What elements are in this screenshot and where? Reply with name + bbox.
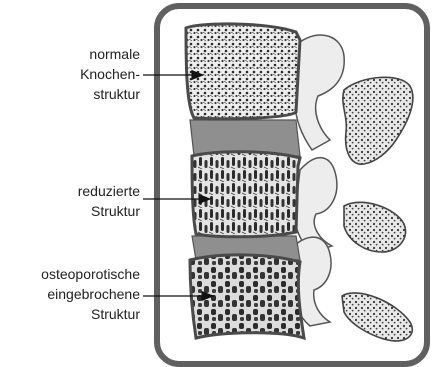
vertebra-normal	[186, 24, 300, 119]
vertebral-bodies	[186, 24, 304, 338]
vertebra-reduced	[192, 152, 300, 237]
